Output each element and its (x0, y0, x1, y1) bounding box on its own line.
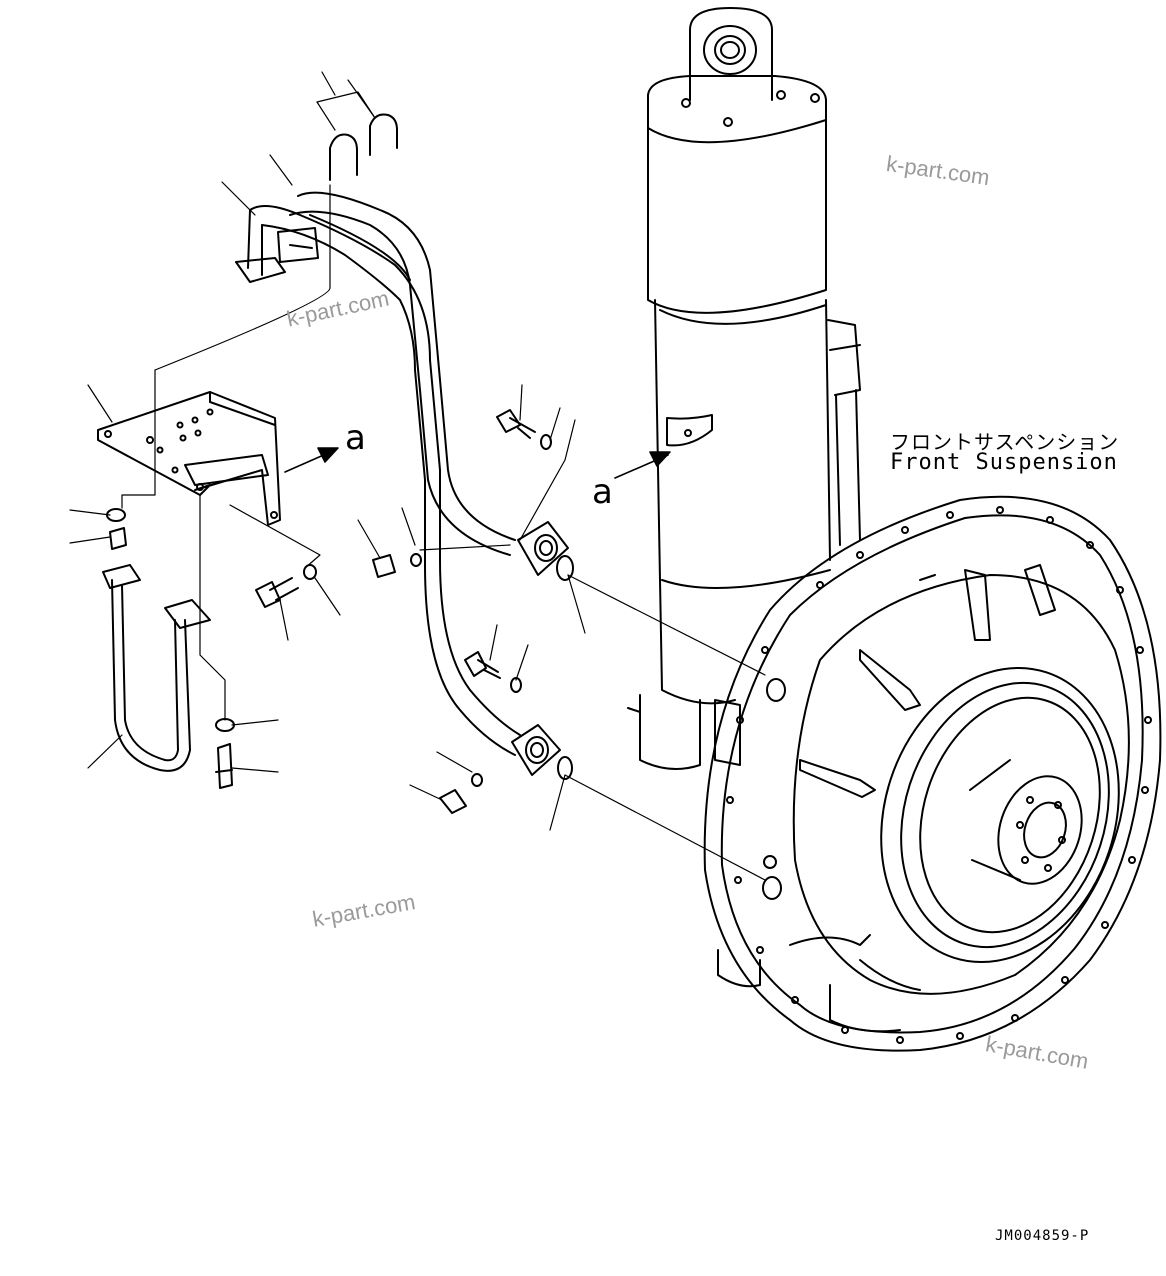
callout-letter-a-left: a (345, 418, 366, 458)
suspension-label-english: Front Suspension (890, 450, 1118, 475)
front-hub-assembly (703, 495, 1162, 1052)
fasteners (106, 409, 552, 814)
u-bolts (102, 113, 398, 772)
suspension-cylinder (627, 7, 861, 770)
split-flange-lower (511, 724, 573, 780)
hydraulic-pipes (235, 191, 521, 756)
drawing-code: JM004859-P (995, 1228, 1090, 1244)
suspension-label-japanese: フロントサスペンション (890, 430, 1120, 454)
reference-arrows (284, 447, 671, 479)
split-flange-upper (517, 521, 574, 581)
mounting-bracket (97, 391, 281, 526)
callout-letter-a-right: a (592, 472, 613, 512)
leader-lines (69, 71, 766, 881)
